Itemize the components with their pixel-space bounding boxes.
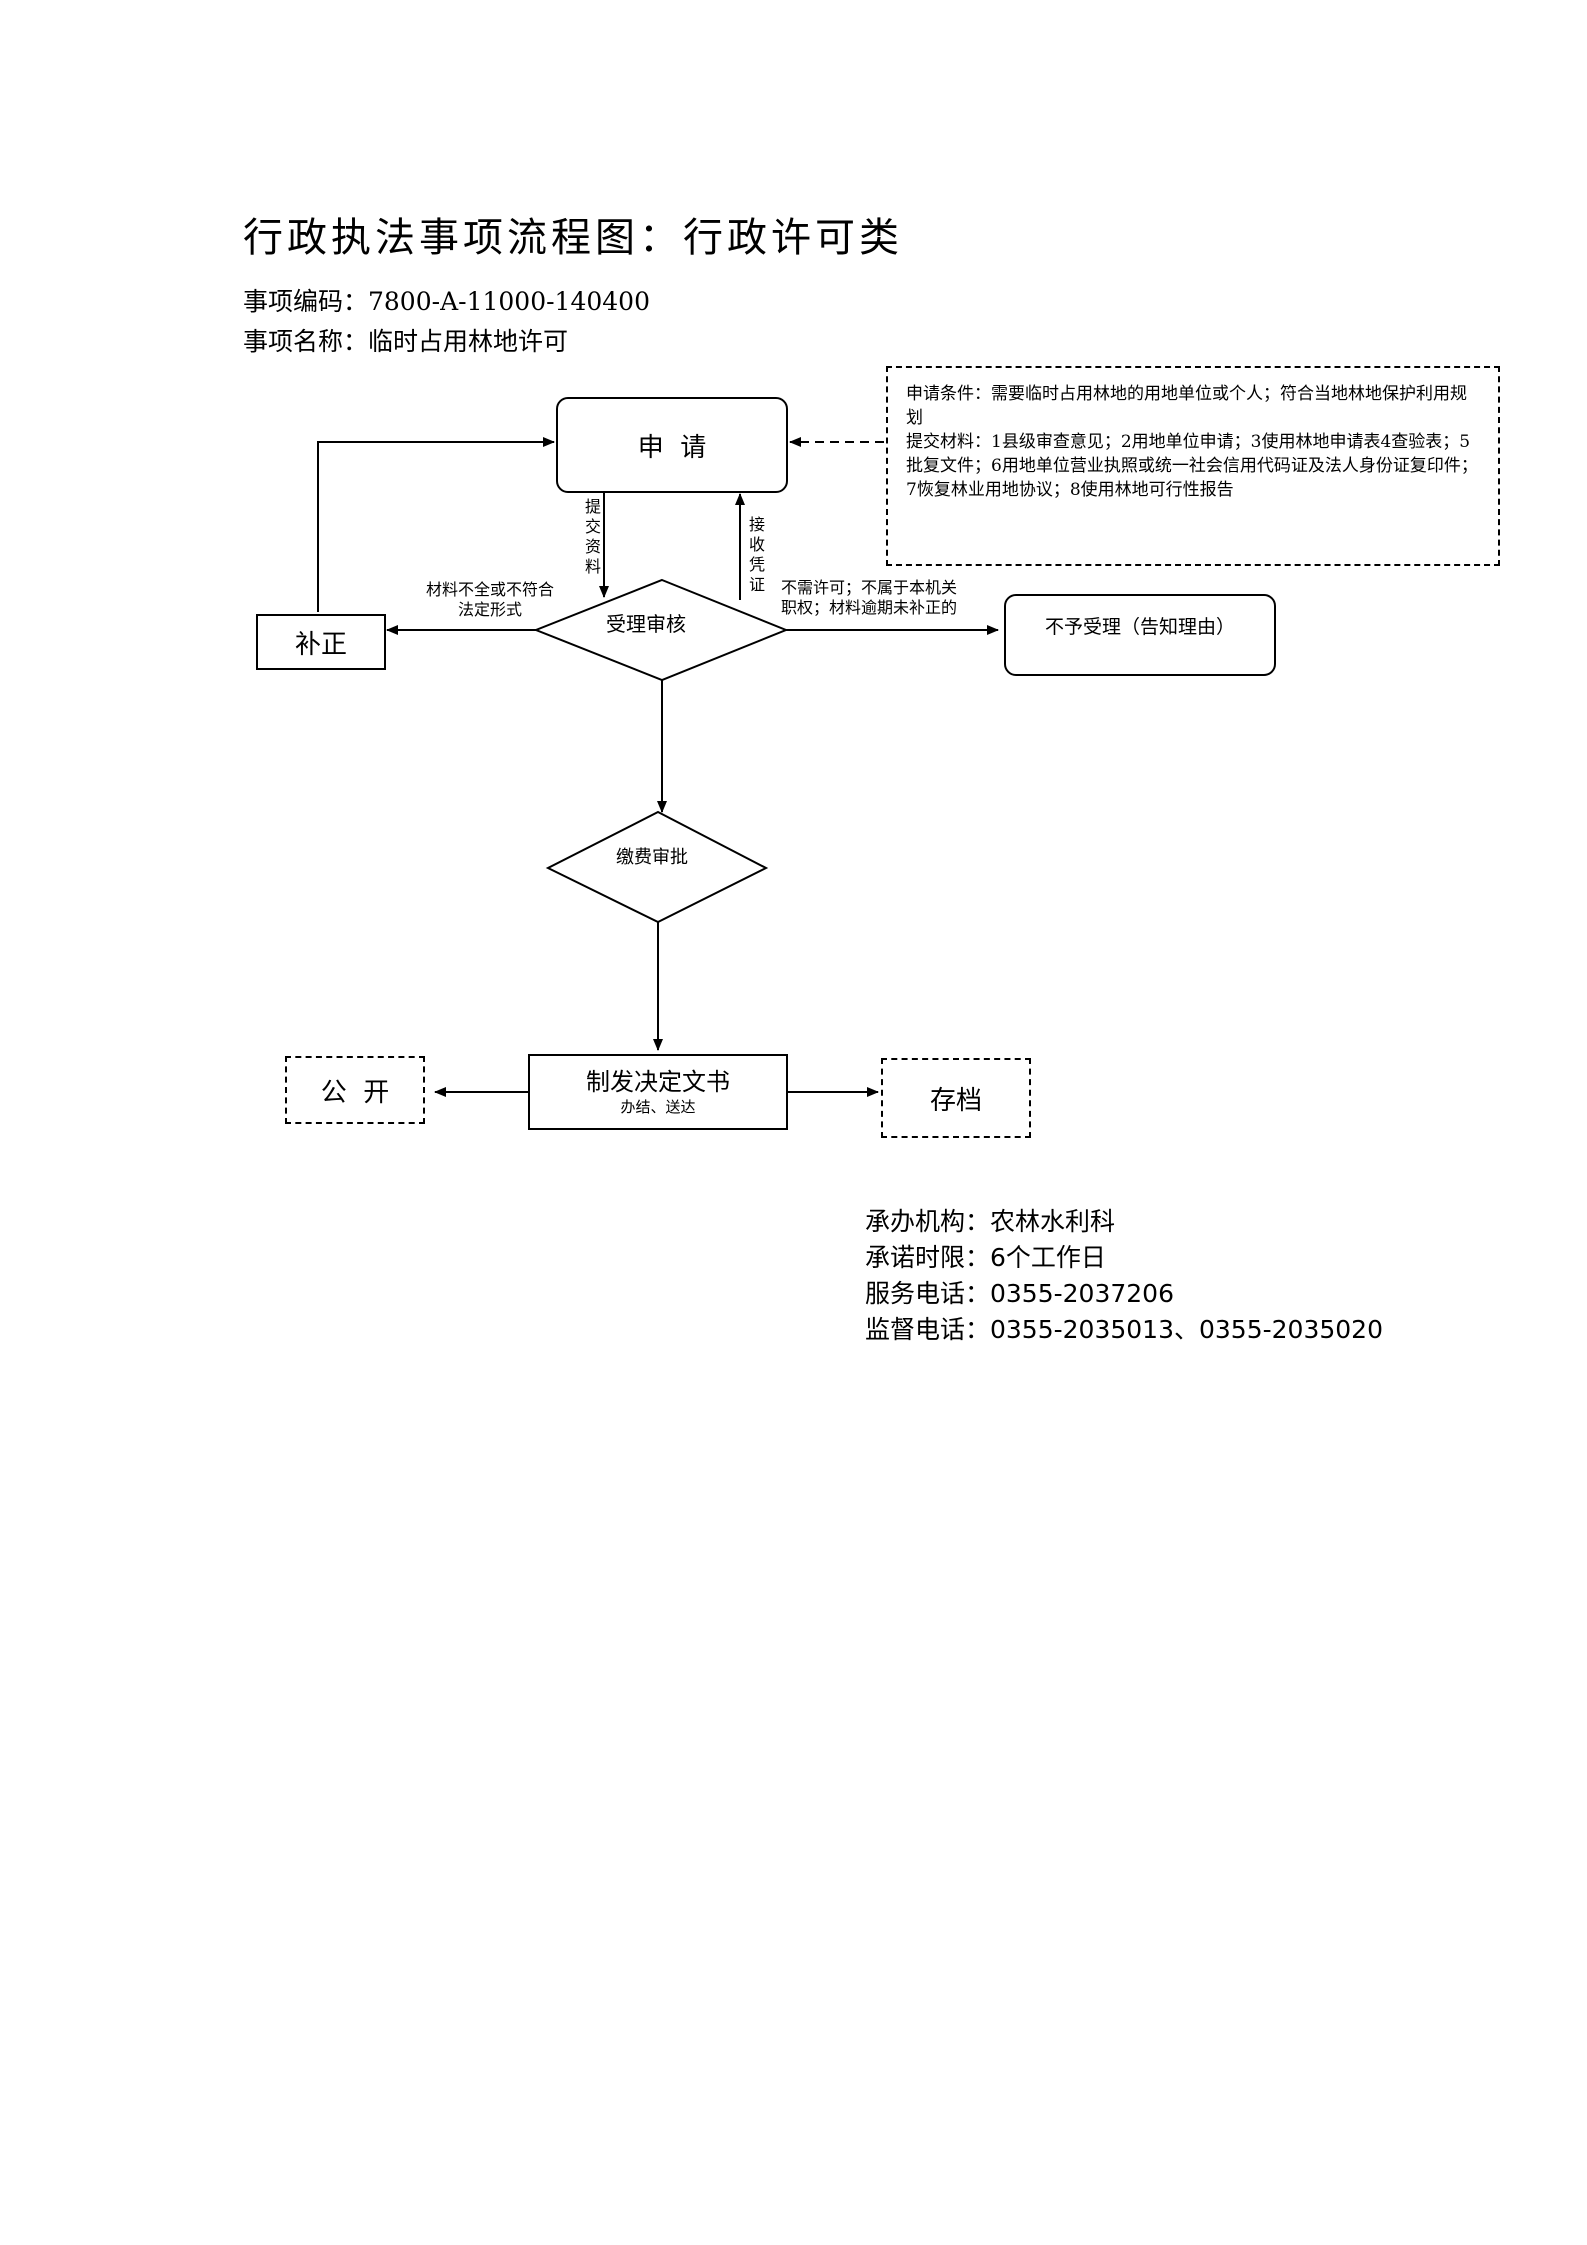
archive-node: 存档 — [881, 1058, 1031, 1138]
issue-sublabel: 办结、送达 — [620, 1098, 696, 1116]
item-name: 事项名称：临时占用林地许可 — [243, 327, 569, 356]
item-code: 事项编码：7800-A-11000-140400 — [243, 287, 650, 316]
correction-label: 补正 — [294, 629, 347, 660]
edge-label-incomplete-1: 材料不全或不符合 — [425, 580, 554, 599]
footer-time-limit: 承诺时限：6个工作日 — [865, 1243, 1106, 1272]
issue-label: 制发决定文书 — [586, 1068, 730, 1096]
footer-supervision-phone: 监督电话：0355-2035013、0355-2035020 — [865, 1315, 1383, 1344]
note-materials: 提交材料：1县级审查意见；2用地单位申请；3使用林地申请表4查验表；5批复文件；… — [906, 432, 1478, 500]
fee-approval-label: 缴费审批 — [616, 847, 688, 868]
apply-node: 申 请 — [556, 397, 788, 493]
edge-label-reject-2: 职权；材料逾期未补正的 — [781, 598, 958, 617]
page-title: 行政执法事项流程图：行政许可类 — [243, 215, 903, 261]
footer-agency: 承办机构：农林水利科 — [865, 1207, 1116, 1236]
reject-node: 不予受理（告知理由） — [1004, 594, 1276, 676]
apply-label: 申 请 — [637, 432, 707, 463]
review-label: 受理审核 — [606, 612, 686, 636]
edge-correction-to-apply — [317, 437, 555, 612]
note-conditions: 申请条件：需要临时占用林地的用地单位或个人；符合当地林地保护利用规划 — [906, 384, 1467, 428]
publish-label: 公 开 — [320, 1077, 390, 1108]
edge-label-submit-materials: 提交资料 — [584, 497, 601, 576]
edge-label-receive-receipt: 接收凭证 — [748, 515, 765, 594]
edge-label-incomplete-2: 法定形式 — [457, 600, 522, 619]
archive-label: 存档 — [929, 1085, 982, 1116]
edge-label-reject-1: 不需许可；不属于本机关 — [781, 578, 958, 597]
publish-node: 公 开 — [285, 1056, 425, 1124]
requirements-note: 申请条件：需要临时占用林地的用地单位或个人；符合当地林地保护利用规划 提交材料：… — [886, 366, 1500, 566]
correction-node: 补正 — [256, 614, 386, 670]
issue-node: 制发决定文书 办结、送达 — [528, 1054, 788, 1130]
footer-service-phone: 服务电话：0355-2037206 — [865, 1279, 1174, 1308]
reject-label: 不予受理（告知理由） — [1044, 616, 1235, 638]
